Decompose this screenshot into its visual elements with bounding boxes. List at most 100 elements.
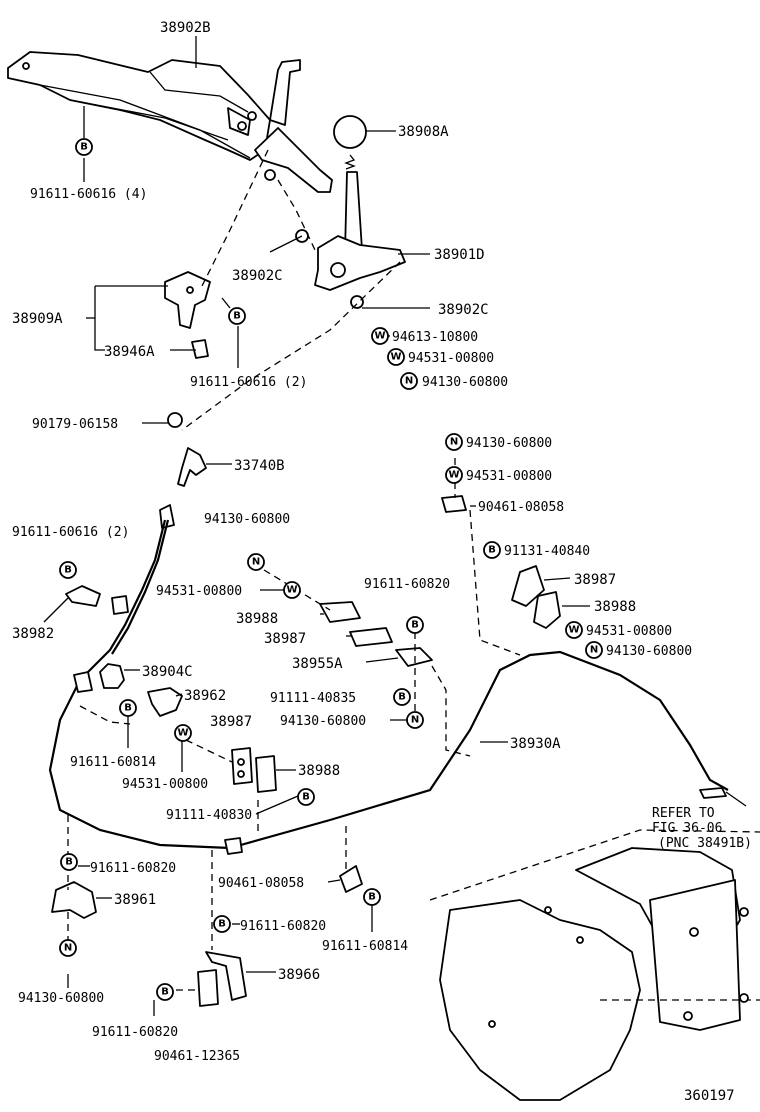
svg-text:W: W: [568, 625, 579, 636]
label-91611-60616-2a: 91611-60616 (2): [190, 375, 307, 390]
bolt-symbol: B: [393, 688, 411, 706]
clamp-38904C: [99, 663, 125, 689]
svg-text:B: B: [233, 311, 241, 322]
washer-symbol: W: [565, 621, 583, 639]
label-94531-00800-e: 94531-00800: [122, 777, 208, 792]
label-94531-00800-a: 94531-00800: [408, 351, 494, 366]
refer-note-line1: REFER TO: [652, 806, 715, 821]
label-33740B: 33740B: [234, 458, 285, 474]
label-91111-40835: 91111-40835: [270, 691, 356, 706]
washer-symbol: W: [283, 581, 301, 599]
nut-symbol: N: [406, 711, 424, 729]
label-90461-08058-b: 90461-08058: [218, 876, 304, 891]
svg-text:B: B: [302, 792, 310, 803]
nut-symbol: N: [445, 433, 463, 451]
label-94531-00800-d: 94531-00800: [156, 584, 242, 599]
label-91611-60820-c: 91611-60820: [240, 919, 326, 934]
bolt-symbol: B: [156, 983, 174, 1001]
label-38966: 38966: [278, 967, 320, 983]
cable-38930A: [48, 519, 747, 855]
label-94130-60800-c: 94130-60800: [204, 512, 290, 527]
svg-text:N: N: [411, 715, 419, 726]
label-91611-60820-b: 91611-60820: [90, 861, 176, 876]
washer-symbol: W: [371, 327, 389, 345]
label-94531-00800-c: 94531-00800: [586, 624, 672, 639]
bolt-symbol: B: [483, 541, 501, 559]
label-90179-06158: 90179-06158: [32, 417, 118, 432]
bolt-symbol: B: [406, 616, 424, 634]
label-91111-40830: 91111-40830: [166, 808, 252, 823]
nut-symbol: N: [400, 372, 418, 390]
label-38902C-b: 38902C: [438, 302, 489, 318]
svg-text:N: N: [590, 645, 598, 656]
bracket-38987-lower: [231, 747, 277, 793]
bolt-symbol: B: [75, 138, 93, 156]
label-91611-60814-b: 91611-60814: [322, 939, 408, 954]
svg-text:B: B: [398, 692, 406, 703]
label-94130-60800-b: 94130-60800: [466, 436, 552, 451]
label-38982: 38982: [12, 626, 54, 642]
label-38987-a: 38987: [574, 572, 616, 588]
svg-text:W: W: [448, 470, 459, 481]
label-38902B: 38902B: [160, 20, 211, 36]
svg-text:B: B: [368, 892, 376, 903]
label-38988-c: 38988: [298, 763, 340, 779]
clamp-38982: [65, 585, 101, 607]
bolt-symbol: B: [59, 561, 77, 579]
label-94130-60800-a: 94130-60800: [422, 375, 508, 390]
svg-text:B: B: [488, 545, 496, 556]
label-38908A: 38908A: [398, 124, 449, 140]
nut-symbol: N: [585, 641, 603, 659]
shift-lever-base: [295, 229, 406, 309]
hardware-symbols: B B W W N N W B W N B N W B B N B W B B …: [59, 138, 603, 1001]
label-91611-60616-2b: 91611-60616 (2): [12, 525, 129, 540]
bolt-symbol: B: [363, 888, 381, 906]
svg-text:N: N: [64, 943, 72, 954]
washer-symbol: W: [387, 348, 405, 366]
label-38901D: 38901D: [434, 247, 485, 263]
transmission-outline: [429, 829, 760, 1101]
label-94130-60800-d: 94130-60800: [606, 644, 692, 659]
svg-text:B: B: [65, 857, 73, 868]
svg-text:B: B: [411, 620, 419, 631]
bracket-38987-right: [441, 495, 561, 629]
label-38902C-a: 38902C: [232, 268, 283, 284]
label-38955A: 38955A: [292, 656, 343, 672]
bolt-symbol: B: [228, 307, 246, 325]
nut-symbol: N: [59, 939, 77, 957]
svg-text:B: B: [218, 919, 226, 930]
svg-text:N: N: [450, 437, 458, 448]
bracket-38909A: [164, 271, 211, 359]
label-38962: 38962: [184, 688, 226, 704]
label-38987-c: 38987: [210, 714, 252, 730]
label-91611-60616-4: 91611-60616 (4): [30, 187, 147, 202]
label-94130-60800-f: 94130-60800: [18, 991, 104, 1006]
part-labels: 38902B 38908A 91611-60616 (4) 38902C 389…: [12, 20, 692, 1064]
svg-text:W: W: [286, 585, 297, 596]
label-90461-12365: 90461-12365: [154, 1049, 240, 1064]
svg-text:B: B: [80, 142, 88, 153]
bolt-symbol: B: [119, 699, 137, 717]
washer-symbol: W: [174, 724, 192, 742]
label-94613-10800: 94613-10800: [392, 330, 478, 345]
label-91131-40840: 91131-40840: [504, 544, 590, 559]
nut-symbol: N: [247, 553, 265, 571]
label-38988-b: 38988: [236, 611, 278, 627]
bracket-38961: [51, 881, 97, 919]
bolt-symbol: B: [60, 853, 78, 871]
svg-text:N: N: [405, 376, 413, 387]
label-94531-00800-b: 94531-00800: [466, 469, 552, 484]
svg-text:B: B: [64, 565, 72, 576]
washer-symbol: W: [445, 466, 463, 484]
svg-text:W: W: [390, 352, 401, 363]
label-38988-a: 38988: [594, 599, 636, 615]
clamp-38962: [147, 687, 183, 717]
bolt-symbol: B: [297, 788, 315, 806]
label-38904C: 38904C: [142, 664, 193, 680]
svg-text:W: W: [177, 728, 188, 739]
label-91611-60820-d: 91611-60820: [92, 1025, 178, 1040]
svg-text:W: W: [374, 331, 385, 342]
shift-knob: [333, 115, 367, 253]
label-38946A: 38946A: [104, 344, 155, 360]
